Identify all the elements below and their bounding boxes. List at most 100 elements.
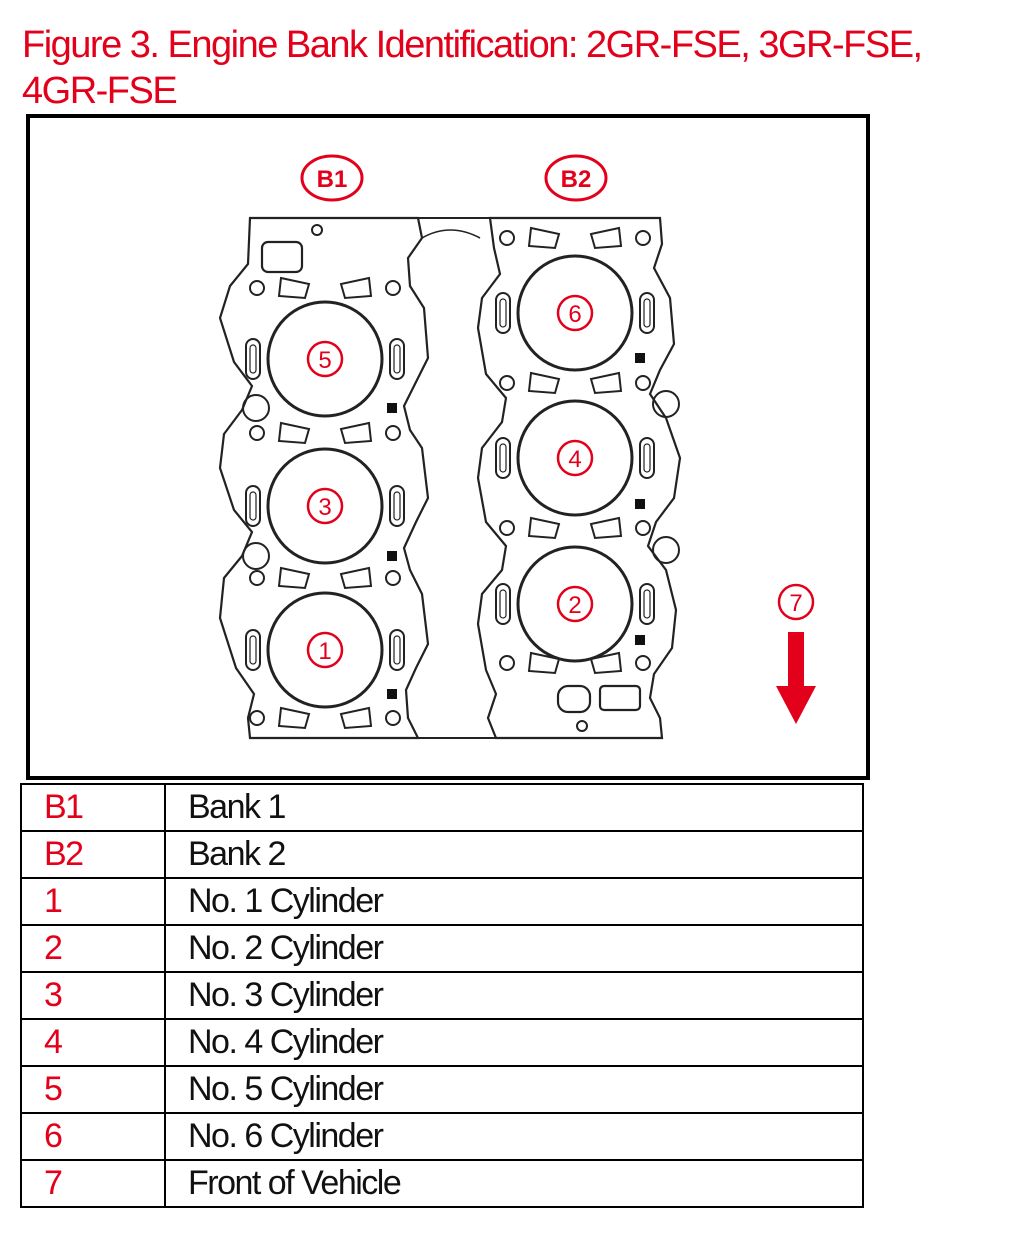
coolant-slot-inner <box>499 589 507 619</box>
oil-passage <box>589 516 623 540</box>
bank1-label-text: B1 <box>317 166 348 193</box>
front-arrow-icon <box>776 632 816 724</box>
legend-description: Front of Vehicle <box>164 1159 864 1208</box>
bank2-label-ring <box>544 154 608 202</box>
coolant-slot <box>495 292 511 334</box>
dowel-mark <box>635 499 645 509</box>
oil-passage <box>339 276 373 300</box>
legend-code: B2 <box>20 830 166 879</box>
cylinder-4-marker <box>556 439 594 477</box>
figure-title: Figure 3. Engine Bank Identification: 2G… <box>22 24 923 112</box>
bolt-hole <box>635 520 651 536</box>
cylinder-3-marker <box>306 487 344 525</box>
cylinder-2-marker <box>556 585 594 623</box>
coolant-slot-inner <box>249 491 257 521</box>
water-jacket-port <box>556 684 592 714</box>
cylinder-5-label: 5 <box>318 347 331 374</box>
cylinder-6-marker <box>556 294 594 332</box>
front-marker-ring <box>777 583 815 621</box>
bolt-hole <box>385 280 401 296</box>
bank1-label-ring <box>300 154 364 202</box>
coolant-slot-inner <box>643 298 651 328</box>
oil-passage <box>277 566 311 590</box>
coolant-slot <box>245 338 261 380</box>
water-jacket-port <box>260 240 304 274</box>
bolt-hole <box>499 230 515 246</box>
cylinder-2-label: 2 <box>568 592 581 619</box>
coolant-slot <box>495 437 511 479</box>
legend-code: B1 <box>20 783 166 832</box>
oil-passage <box>527 226 561 250</box>
legend-code: 2 <box>20 924 166 973</box>
legend-description: No. 5 Cylinder <box>164 1065 864 1114</box>
cylinder-3-label: 3 <box>318 494 331 521</box>
legend-code: 6 <box>20 1112 166 1161</box>
oil-passage <box>527 516 561 540</box>
coolant-slot <box>389 629 405 671</box>
cylinder-1-marker <box>306 631 344 669</box>
legend-description: No. 4 Cylinder <box>164 1018 864 1067</box>
bolt-hole <box>635 375 651 391</box>
oil-passage <box>277 276 311 300</box>
bank2-label-text: B2 <box>561 166 592 193</box>
legend-description: No. 1 Cylinder <box>164 877 864 926</box>
side-hole <box>242 542 270 570</box>
dowel-mark <box>387 403 397 413</box>
legend-description: No. 2 Cylinder <box>164 924 864 973</box>
coolant-slot <box>245 629 261 671</box>
legend-description: Bank 1 <box>164 783 864 832</box>
oil-passage <box>527 651 561 675</box>
dowel-mark <box>635 635 645 645</box>
frame-top-notch <box>421 229 481 239</box>
coolant-slot-inner <box>249 344 257 374</box>
coolant-slot <box>639 292 655 334</box>
dowel-mark <box>635 353 645 363</box>
small-hole <box>576 720 588 732</box>
cylinder-4-label: 4 <box>568 446 581 473</box>
dowel-mark <box>387 689 397 699</box>
cylinder-6-label: 6 <box>568 301 581 328</box>
coolant-slot <box>245 485 261 527</box>
oil-passage <box>339 706 373 730</box>
coolant-slot <box>639 583 655 625</box>
oil-passage <box>589 226 623 250</box>
coolant-slot <box>639 437 655 479</box>
cylinder-5-marker <box>306 340 344 378</box>
side-hole <box>652 390 680 418</box>
coolant-slot-inner <box>499 443 507 473</box>
small-hole <box>311 224 323 236</box>
legend-code: 4 <box>20 1018 166 1067</box>
oil-passage <box>339 421 373 445</box>
oil-passage <box>339 566 373 590</box>
oil-passage <box>589 371 623 395</box>
bolt-hole <box>249 280 265 296</box>
bolt-hole <box>249 425 265 441</box>
coolant-slot-inner <box>643 443 651 473</box>
coolant-slot <box>389 485 405 527</box>
side-hole <box>652 536 680 564</box>
legend-code: 1 <box>20 877 166 926</box>
oil-passage <box>277 421 311 445</box>
coolant-slot-inner <box>643 589 651 619</box>
legend-code: 3 <box>20 971 166 1020</box>
legend-description: No. 3 Cylinder <box>164 971 864 1020</box>
oil-passage <box>277 706 311 730</box>
bolt-hole <box>635 230 651 246</box>
bolt-hole <box>385 425 401 441</box>
coolant-slot-inner <box>393 635 401 665</box>
legend-description: No. 6 Cylinder <box>164 1112 864 1161</box>
legend-code: 7 <box>20 1159 166 1208</box>
bolt-hole <box>499 655 515 671</box>
coolant-slot <box>389 338 405 380</box>
